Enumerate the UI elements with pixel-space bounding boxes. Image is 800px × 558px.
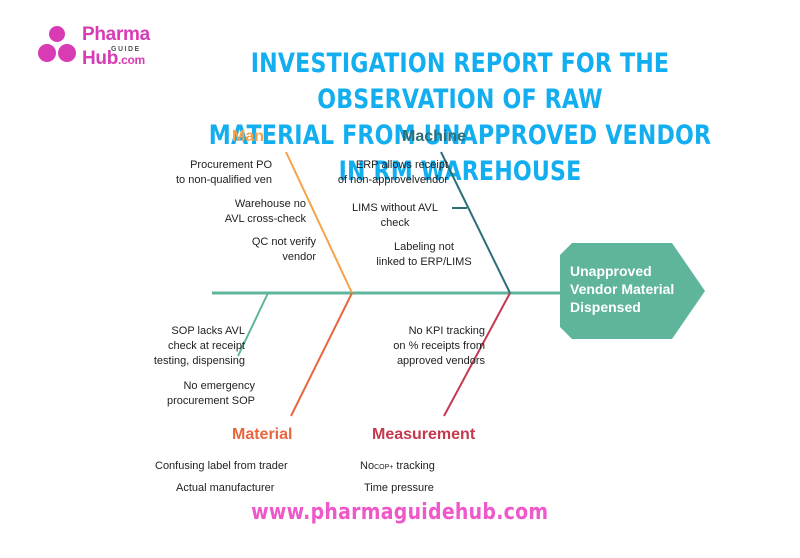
cause-material-2: Actual manufacturer (176, 482, 275, 494)
logo-word-hub: Hub.com (82, 48, 145, 69)
effect-box-shape (560, 243, 705, 339)
page-title-line-1: INVESTIGATION REPORT FOR THE OBSERVATION… (250, 48, 670, 115)
bone-method (237, 292, 269, 357)
bone-measurement (443, 292, 511, 417)
bone-material (290, 292, 353, 417)
category-measurement: Measurement (372, 426, 476, 443)
category-machine: Machine (402, 128, 467, 145)
category-man: Man (232, 128, 264, 145)
brand-logo: Pharma GUIDE Hub.com (36, 24, 166, 70)
category-material: Material (232, 426, 293, 443)
logo-word-guide: GUIDE (111, 46, 141, 53)
logo-dot-top (49, 26, 65, 42)
page-title: INVESTIGATION REPORT FOR THE OBSERVATION… (206, 46, 714, 190)
website-link[interactable]: www.pharmaguidehub.com (251, 500, 549, 525)
logo-word-pharma: Pharma (82, 24, 150, 45)
cause-material-1: Confusing label from trader (155, 460, 288, 472)
page-title-line-2: MATERIAL FROM UNAPPROVED VENDOR IN RM WA… (208, 120, 712, 187)
logo-dot-left (38, 44, 56, 62)
logo-dot-right (58, 44, 76, 62)
cause-measurement-2: Time pressure (364, 482, 434, 494)
cause-measurement-1: NoCOP+ tracking (360, 460, 435, 472)
bone-machine (440, 151, 511, 294)
bone-man (285, 151, 353, 294)
